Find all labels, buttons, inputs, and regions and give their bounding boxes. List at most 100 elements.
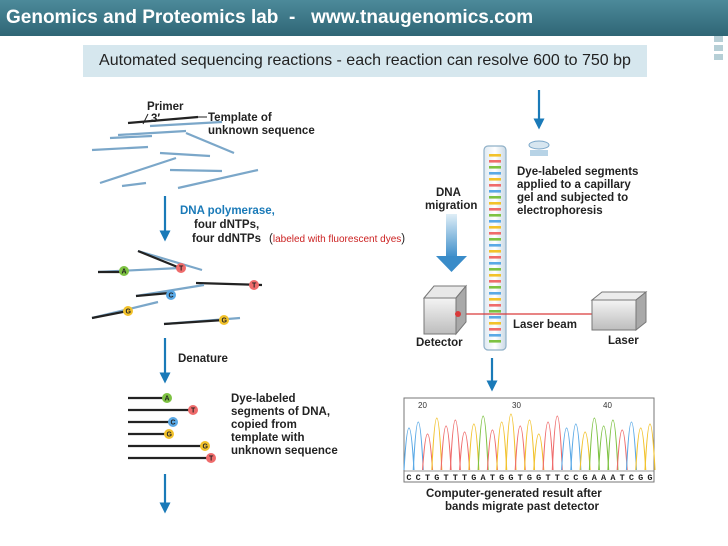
sequence-letter: T: [620, 473, 625, 483]
dna-migration-label: DNA: [436, 187, 461, 199]
chromatogram-peak: [486, 429, 498, 471]
gel-band: [489, 256, 501, 259]
gel-band: [489, 220, 501, 223]
chromatogram-peak: [505, 413, 517, 471]
decorative-stripe: [714, 36, 723, 42]
svg-text:T: T: [191, 408, 196, 415]
gel-band: [489, 322, 501, 325]
sequence-letter: A: [481, 473, 487, 483]
sequence-letter: T: [462, 473, 467, 483]
sequence-letter: T: [443, 473, 448, 483]
gel-band: [489, 304, 501, 307]
svg-text:G: G: [126, 309, 132, 316]
svg-text:A: A: [122, 269, 127, 276]
dye-labeled-segments: A T C G G T: [128, 393, 216, 463]
title-bar: Genomics and Proteomics lab - www.tnauge…: [0, 0, 728, 36]
segments-label: unknown sequence: [231, 445, 338, 457]
gel-band: [489, 280, 501, 283]
dye-note: (labeled with fluorescent dyes): [269, 233, 405, 245]
gel-band: [489, 172, 501, 175]
chromatogram-peak: [625, 421, 638, 471]
sequence-letter: C: [573, 473, 578, 483]
sequence-letter: G: [583, 473, 588, 483]
segments-label: copied from: [231, 419, 297, 431]
dna-polymerase-label: DNA polymerase,: [180, 205, 275, 217]
chromatogram-peak: [468, 423, 480, 471]
gel-band: [489, 340, 501, 343]
primer-callout: Primer 3′ Template of unknown sequence: [142, 101, 315, 137]
sequence-letter: G: [647, 473, 652, 483]
template-label: unknown sequence: [208, 125, 315, 137]
dntps-label: four dNTPs,: [194, 219, 259, 231]
gel-band: [489, 154, 501, 157]
gel-band: [489, 238, 501, 241]
chromatogram-peak: [607, 419, 619, 471]
subtitle-box: Automated sequencing reactions - each re…: [83, 45, 647, 77]
chromatogram-peak: [542, 421, 554, 471]
svg-text:C: C: [169, 293, 174, 300]
axis-number: 20: [418, 401, 427, 410]
axis-number: 30: [512, 401, 521, 410]
gel-band: [489, 262, 501, 265]
gel-band: [489, 214, 501, 217]
sequence-letter: G: [499, 473, 504, 483]
dye-applied-label: gel and subjected to: [517, 192, 628, 204]
gel-band: [489, 160, 501, 163]
migration-arrow-head: [436, 256, 467, 272]
chromatogram-peak: [579, 431, 591, 471]
chromatogram-peak: [533, 433, 545, 471]
sample-drop: [528, 140, 550, 150]
sequence-letter: G: [536, 473, 541, 483]
chromatogram-peak: [412, 421, 424, 471]
chromatogram-peak: [551, 415, 563, 471]
capillary-tube: [483, 145, 507, 351]
gel-band: [489, 244, 501, 247]
chromatogram-peak: [496, 421, 508, 471]
dye-applied-label: applied to a capillary: [517, 179, 631, 191]
segments-label: segments of DNA,: [231, 406, 330, 418]
gel-band: [489, 268, 501, 271]
sequence-letter: G: [638, 473, 643, 483]
three-prime-label: 3′: [151, 113, 160, 125]
sequence-letter: C: [416, 473, 421, 483]
gel-band: [489, 316, 501, 319]
chromatogram-peak: [561, 427, 573, 471]
dna-migration-label: migration: [425, 200, 477, 212]
chromatogram-peak: [421, 433, 434, 471]
gel-band: [489, 298, 501, 301]
sequence-letter: G: [527, 473, 532, 483]
sequence-letter: G: [471, 473, 476, 483]
svg-text:G: G: [167, 432, 173, 439]
sequence-letter: T: [490, 473, 495, 483]
detector-label: Detector: [416, 337, 463, 349]
sequence-letter: C: [564, 473, 569, 483]
gel-band: [489, 208, 501, 211]
template-strands: [91, 115, 259, 190]
sequence-letter: A: [610, 473, 616, 483]
svg-text:C: C: [171, 420, 176, 427]
chromatogram-peak: [449, 419, 461, 471]
gel-band: [489, 232, 501, 235]
gel-band: [489, 166, 501, 169]
dye-applied-label: Dye-labeled segments: [517, 166, 638, 178]
sequence-letter: A: [592, 473, 598, 483]
chromatogram-peak: [635, 427, 647, 471]
laser-beam-label: Laser beam: [513, 319, 577, 331]
gel-band: [489, 328, 501, 331]
ddntps-label: four ddNTPs: [192, 233, 261, 245]
sequence-letter: A: [601, 473, 607, 483]
chromatogram-peak: [644, 423, 656, 471]
sequence-letter: C: [629, 473, 634, 483]
base-labels: A T T C G G: [119, 263, 259, 325]
laser: [590, 290, 648, 332]
axis-number: 40: [603, 401, 612, 410]
laser-label: Laser: [608, 335, 639, 347]
svg-text:G: G: [203, 444, 209, 451]
sequence-letter: T: [518, 473, 523, 483]
extension-products: [91, 249, 263, 326]
gel-band: [489, 196, 501, 199]
subtitle-text: Automated sequencing reactions - each re…: [99, 52, 631, 69]
chromatogram-peak: [523, 419, 536, 471]
chromatogram-peak: [588, 417, 600, 471]
gel-band: [489, 202, 501, 205]
